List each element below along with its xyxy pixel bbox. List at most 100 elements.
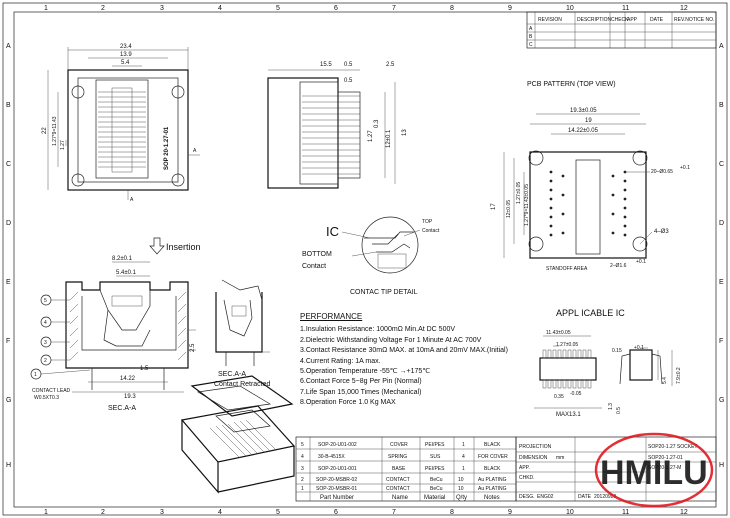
row-label: E xyxy=(6,279,11,286)
bom-part: SOP-20-U01-002 xyxy=(318,442,357,448)
dim-label: 0.35 xyxy=(554,394,564,400)
col-label: 2 xyxy=(101,509,105,516)
pcb-pattern: PCB PATTERN (TOP VIEW) 19.3±0.05 19 xyxy=(491,81,690,272)
inner-frame xyxy=(13,11,717,508)
bom-header-material: Material xyxy=(424,495,445,501)
section-aa-view: 8.2±0.1 5.4±0.1 14.22 19.3 2.5 1.5 5 xyxy=(30,256,196,412)
bom-part: SOP-20-MSBR-01 xyxy=(316,486,357,492)
dim-label: 13 xyxy=(402,129,408,136)
bom-part: SOP-20-U01-001 xyxy=(318,466,357,472)
unit-label: mm xyxy=(556,455,564,461)
performance-section: PERFORMANCE 1.Insulation Resistance: 100… xyxy=(300,312,530,409)
performance-item: 6.Contact Force 5~8g Per Pin (Normal) xyxy=(300,378,422,386)
performance-item: 2.Dielectric Withstanding Voltage For 1 … xyxy=(300,336,482,344)
title-line-1: SOP20-1.27 SOCKET xyxy=(648,444,697,450)
bom-table: 5 SOP-20-U01-002 COVER PEI/PES 1 BLACK 4… xyxy=(295,436,517,502)
dim-label: 7.9±0.2 xyxy=(676,367,682,384)
column-labels-top: 1 2 3 4 5 6 7 8 9 10 11 12 xyxy=(44,5,688,12)
column-labels-bottom: 1 2 3 4 5 6 7 8 9 10 11 12 xyxy=(44,509,688,516)
dim-label: MAX13.1 xyxy=(556,412,581,418)
row-label: G xyxy=(6,397,11,404)
date-value: 20120920 xyxy=(594,494,616,500)
dim-label: 19.3±0.05 xyxy=(570,108,597,114)
col-label: 12 xyxy=(680,509,688,516)
dim-label: 12±0.1 xyxy=(386,129,392,148)
dim-label: 8.2±0.1 xyxy=(112,256,133,262)
side-view: 15.5 0.5 2.5 0.5 1.27 0.3 12±0.1 13 xyxy=(267,62,408,189)
bom-part: 30-B-4515X xyxy=(318,454,345,460)
dim-label: 23.4 xyxy=(120,44,132,50)
col-label: 9 xyxy=(508,5,512,12)
col-label: 6 xyxy=(334,509,338,516)
top-view-contacts xyxy=(98,87,146,173)
row-labels: A B C D E F G H A B C D E F G H xyxy=(6,43,724,469)
iso-contacts xyxy=(209,419,277,459)
row-label: D xyxy=(6,220,11,227)
dim-label: 1.5 xyxy=(140,366,149,372)
tolerance-sup: +0.1 xyxy=(680,165,690,171)
date-label: DATE xyxy=(578,494,592,500)
title-block: PROJECTION DIMENSION mm APP. CHKD. DESG.… xyxy=(515,436,717,502)
bom-header-qty: Q/ty xyxy=(456,495,467,501)
balloon-label: 1 xyxy=(34,372,37,378)
dim-label: 19.3 xyxy=(124,394,136,400)
row-label: C xyxy=(6,161,11,168)
dim-label: 2.5 xyxy=(386,62,395,68)
performance-item: 5.Operation Temperature -55℃ →+175℃ xyxy=(300,368,431,376)
row-label: A xyxy=(6,43,11,50)
col-label: 7 xyxy=(392,509,396,516)
title-line-2: SOP20-1.27-01 xyxy=(648,455,683,461)
rev-header-app: APP xyxy=(627,17,638,23)
down-arrow-icon xyxy=(149,237,165,255)
dim-label: 5.4 xyxy=(662,377,668,384)
col-label: 4 xyxy=(218,509,222,516)
contact-tip-detail: IC TOP Contact BOTTOM Contact CONTAC TIP… xyxy=(302,216,440,296)
dim-label: 2–Ø1.6 xyxy=(610,263,627,269)
rev-header-description: DESCRIPTION xyxy=(577,17,612,23)
bom-material: BeCu xyxy=(430,477,443,483)
dim-label: 5.4 xyxy=(121,60,130,66)
row-label: B xyxy=(719,102,724,109)
pcb-outline xyxy=(529,151,647,259)
performance-item: 7.Life Span 15,000 Times (Mechanical) xyxy=(300,388,422,396)
tolerance-sup: +0.1 xyxy=(636,259,646,265)
bom-header-part: Part Number xyxy=(320,495,354,501)
pcb-holes xyxy=(549,170,627,237)
socket-iso-view xyxy=(180,375,296,494)
row-label: G xyxy=(719,397,724,404)
col-label: 3 xyxy=(160,5,164,12)
dim-label: 0.3 xyxy=(374,119,380,128)
detail-circle xyxy=(361,216,419,274)
bom-no: 1 xyxy=(301,486,304,492)
watermark-text: HMILU xyxy=(600,454,708,492)
dim-label: 19 xyxy=(585,118,592,124)
section-marker: A xyxy=(130,197,134,203)
detail-caption: CONTAC TIP DETAIL xyxy=(350,289,418,296)
dim-label: 1.27±0.05 xyxy=(516,182,522,204)
col-label: 5 xyxy=(276,509,280,516)
bom-name: BASE xyxy=(392,466,406,472)
dimension-label: DIMENSION xyxy=(519,455,548,461)
balloon-label: 3 xyxy=(44,340,47,346)
row-label: H xyxy=(6,462,11,469)
col-label: 5 xyxy=(276,5,280,12)
title-line-3: SOP20-1.27-M xyxy=(648,465,681,471)
dim-label: 1.3 xyxy=(608,403,614,410)
dim-label: 4–Ø3 xyxy=(654,229,669,235)
dim-label: 1.27 xyxy=(368,130,374,142)
performance-item: 3.Contact Resistance 30mΩ MAX. at 10mA a… xyxy=(300,347,508,355)
col-label: 1 xyxy=(44,5,48,12)
col-label: 10 xyxy=(566,509,574,516)
bom-qty: 1 xyxy=(462,442,465,448)
bom-no: 5 xyxy=(301,442,304,448)
bom-note: BLACK xyxy=(484,442,501,448)
bom-header-notes: Notes xyxy=(484,495,500,501)
bom-no: 2 xyxy=(301,477,304,483)
bom-name: CONTACT xyxy=(386,486,410,492)
section-hatching xyxy=(69,291,187,361)
section-marker: A xyxy=(193,148,197,154)
bom-material: BeCu xyxy=(430,486,443,492)
dim-label: 13.9 xyxy=(120,52,132,58)
